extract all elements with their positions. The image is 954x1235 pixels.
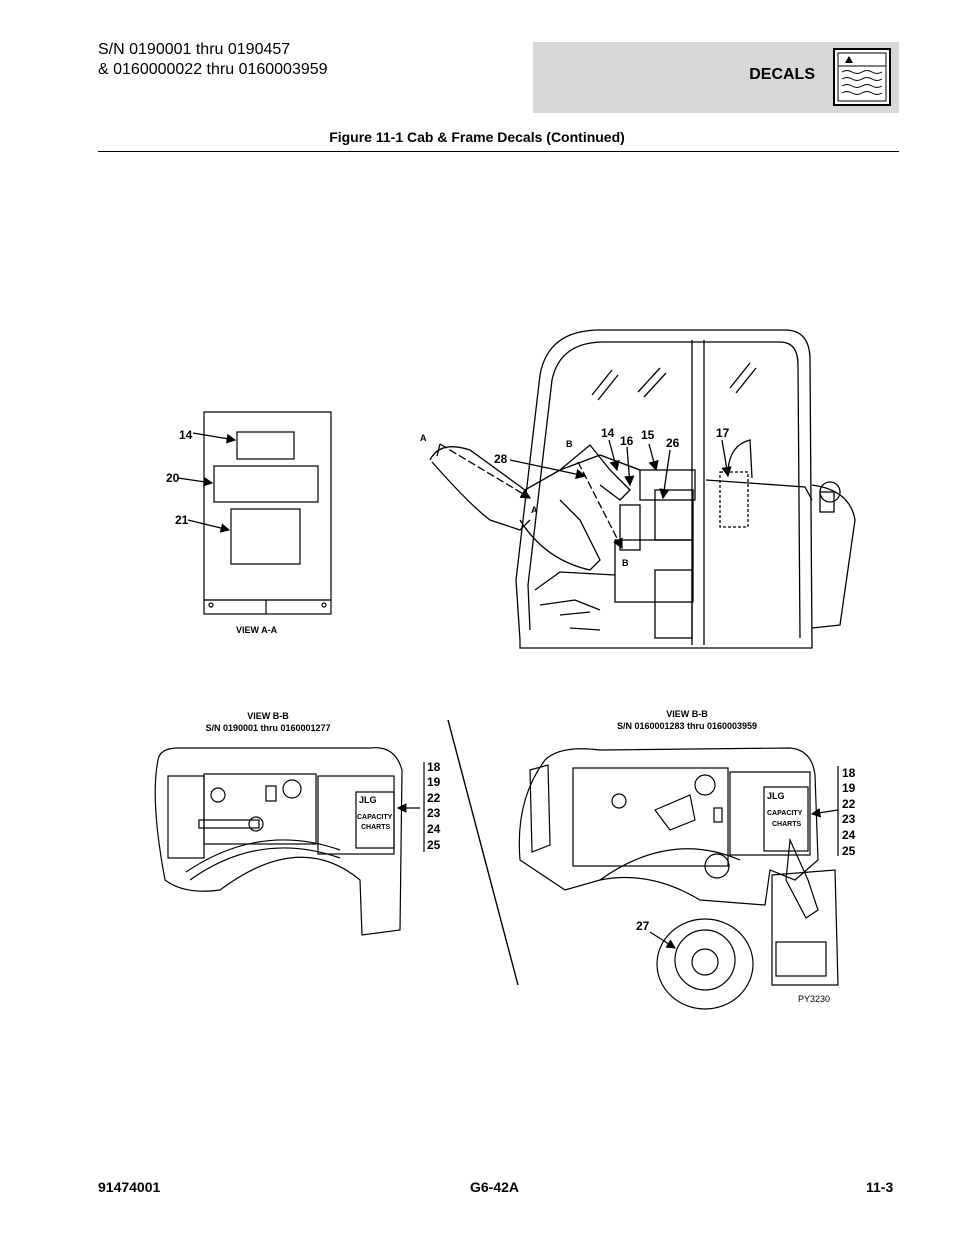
- callout-cab-28: 28: [494, 452, 508, 466]
- left-decal-jlg: JLG: [359, 795, 377, 805]
- view-bb-right-caption-2: S/N 0160001283 thru 0160003959: [617, 721, 757, 731]
- section-title: DECALS: [749, 66, 815, 83]
- left-decal-charts: CHARTS: [361, 824, 390, 831]
- callout-cab-26: 26: [666, 436, 680, 450]
- callout-left-23: 23: [427, 806, 441, 820]
- view-bb-left-caption-1: VIEW B-B: [247, 711, 289, 721]
- callout-cab-15: 15: [641, 428, 655, 442]
- callout-aa-14: 14: [179, 428, 193, 442]
- view-divider: [447, 719, 519, 986]
- view-bb-right: [518, 747, 839, 1010]
- callout-aa-21: 21: [175, 513, 189, 527]
- cab-drawing: [429, 329, 856, 649]
- callout-cab-14: 14: [601, 426, 615, 440]
- callout-left-24: 24: [427, 822, 441, 836]
- callout-left-25: 25: [427, 838, 441, 852]
- figure-title: Figure 11-1 Cab & Frame Decals (Continue…: [329, 129, 625, 145]
- callouts-right: 18 19 22 23 24 25: [842, 766, 856, 858]
- serial-line-1: S/N 0190001 thru 0190457: [98, 41, 291, 58]
- serial-range: S/N 0190001 thru 0190457 & 0160000022 th…: [98, 40, 328, 80]
- callout-left-19: 19: [427, 775, 441, 789]
- drawing-id: PY3230: [798, 994, 830, 1004]
- callout-right-24: 24: [842, 828, 856, 842]
- decal-21: [230, 508, 301, 565]
- decal-14: [236, 431, 295, 460]
- callout-aa-20: 20: [166, 471, 180, 485]
- callouts-left: 18 19 22 23 24 25: [427, 760, 441, 852]
- callout-right-18: 18: [842, 766, 856, 780]
- section-mark-a-bottom: A: [531, 505, 538, 515]
- callout-right-22: 22: [842, 797, 856, 811]
- decal-20: [213, 465, 319, 503]
- section-mark-b-bottom: B: [622, 558, 629, 568]
- view-bb-left: [154, 747, 425, 936]
- right-decal-capacity: CAPACITY: [767, 810, 803, 817]
- decal-icon: [833, 48, 891, 106]
- view-aa: [177, 411, 332, 615]
- section-mark-a-top: A: [420, 433, 427, 443]
- view-bb-right-caption-1: VIEW B-B: [666, 709, 708, 719]
- callout-cab-17: 17: [716, 426, 730, 440]
- serial-line-2: & 0160000022 thru 0160003959: [98, 61, 328, 78]
- header-rule: [98, 151, 899, 152]
- callout-right-25: 25: [842, 844, 856, 858]
- callout-right-27: 27: [636, 919, 650, 933]
- footer-model: G6-42A: [470, 1179, 520, 1195]
- callout-left-22: 22: [427, 791, 441, 805]
- callout-right-19: 19: [842, 781, 856, 795]
- footer-part-number: 91474001: [98, 1179, 161, 1195]
- footer-page-number: 11-3: [866, 1179, 894, 1195]
- right-decal-jlg: JLG: [767, 791, 785, 801]
- section-mark-b-top: B: [566, 439, 573, 449]
- callout-left-18: 18: [427, 760, 441, 774]
- callout-right-23: 23: [842, 812, 856, 826]
- view-bb-left-caption-2: S/N 0190001 thru 0160001277: [205, 723, 330, 733]
- callout-cab-16: 16: [620, 434, 634, 448]
- view-aa-caption: VIEW A-A: [236, 625, 278, 635]
- section-header: DECALS: [533, 42, 899, 113]
- left-decal-capacity: CAPACITY: [357, 814, 393, 821]
- right-decal-charts: CHARTS: [772, 821, 801, 828]
